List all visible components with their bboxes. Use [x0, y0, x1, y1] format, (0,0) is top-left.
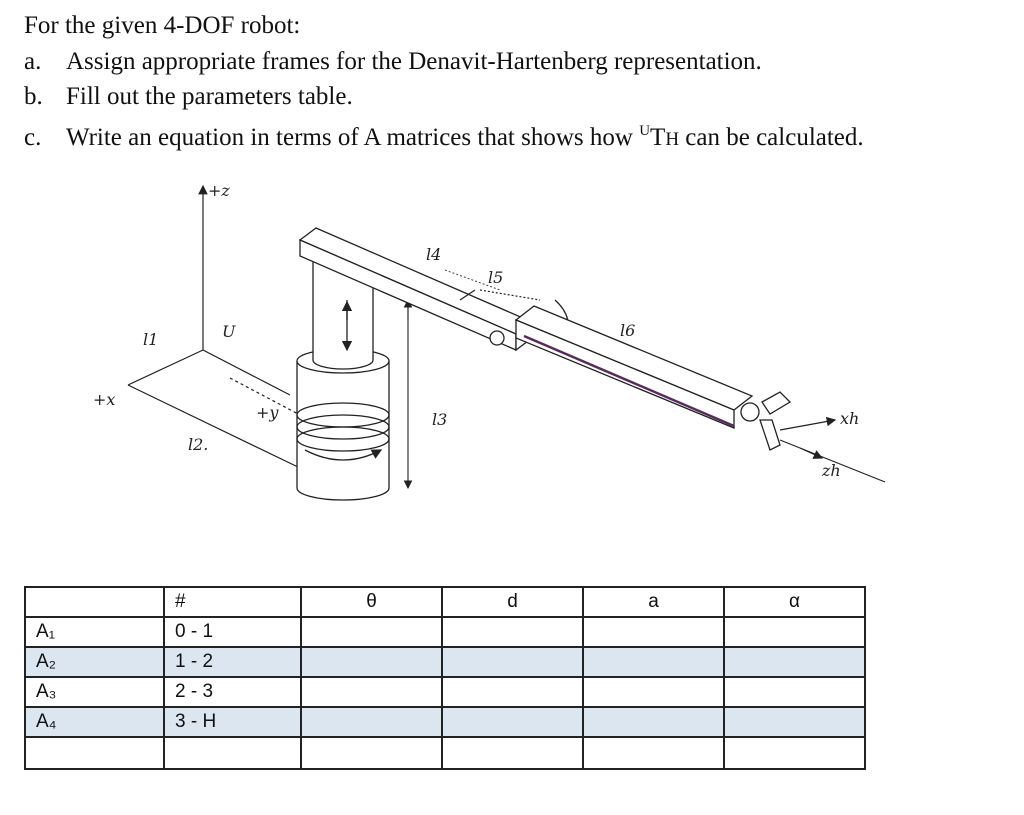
- row-matrix-cell: A₁: [24, 616, 165, 648]
- alpha-cell[interactable]: [723, 616, 866, 648]
- l2-label: l2.: [188, 435, 208, 454]
- row-link-cell: 0 - 1: [163, 616, 302, 648]
- transform-subscript: H: [665, 129, 680, 150]
- frame-u-label: U: [222, 322, 236, 341]
- zh-arrow: [799, 447, 824, 459]
- base-ring-2: [296, 414, 390, 440]
- table-row: A₁ 0 - 1: [24, 616, 866, 648]
- l5-label: l5: [488, 268, 503, 287]
- header-d: d: [441, 586, 584, 618]
- transform-symbol: T: [650, 124, 666, 151]
- robot-diagram: +z +x +y U l1 l2. l3: [93, 181, 886, 501]
- table-row: A₄ 3 - H: [24, 706, 866, 738]
- xh-axis: [779, 416, 837, 431]
- header-link: #: [163, 586, 302, 618]
- zh-axis-line: [779, 439, 886, 483]
- question-c: c. Write an equation in terms of A matric…: [24, 114, 864, 157]
- question-a: a. Assign appropriate frames for the Dena…: [24, 44, 864, 79]
- header-alpha: α: [723, 586, 866, 618]
- x-axis-line: [127, 349, 204, 386]
- forearm: [514, 305, 754, 429]
- table-header-row: # θ d a α: [24, 586, 866, 618]
- row-link-cell: [163, 736, 302, 770]
- axis-x-label: +x: [93, 390, 115, 409]
- header-theta: θ: [300, 586, 443, 618]
- question-a-text: Assign appropriate frames for the Denavi…: [66, 48, 762, 75]
- xh-label: xh: [840, 409, 859, 428]
- theta-cell[interactable]: [300, 736, 443, 770]
- table-row: A₃ 2 - 3: [24, 676, 866, 708]
- question-a-label: a.: [24, 48, 42, 75]
- row-link-cell: 2 - 3: [163, 676, 302, 708]
- l4-dim-line: [444, 269, 501, 291]
- question-intro: For the given 4-DOF robot:: [24, 12, 301, 39]
- dh-parameters-table: # θ d a α A₁ 0 - 1 A₂ 1 - 2 A₃ 2 - 3: [24, 586, 866, 770]
- theta-cell[interactable]: [300, 616, 443, 648]
- row-matrix-cell: A₃: [24, 676, 165, 708]
- row-matrix-cell: A₄: [24, 706, 165, 738]
- l1-label: l1: [143, 330, 158, 349]
- l5-tick: [459, 289, 476, 301]
- question-c-text-after: can be calculated.: [679, 124, 864, 151]
- a-cell[interactable]: [582, 676, 725, 708]
- question-b-label: b.: [24, 83, 43, 110]
- floor-dashed: [229, 377, 301, 416]
- question-block: For the given 4-DOF robot: a. Assign appr…: [24, 8, 864, 157]
- base-cylinder-body: [296, 361, 390, 501]
- l4-label: l4: [426, 245, 441, 264]
- forearm-side-face: [515, 319, 735, 429]
- robot-figure: +z +x +y U l1 l2. l3: [0, 165, 1024, 570]
- a-cell[interactable]: [582, 646, 725, 678]
- d-cell[interactable]: [441, 736, 584, 770]
- theta-cell[interactable]: [300, 676, 443, 708]
- forearm-edge: [523, 334, 735, 428]
- l3-label: l3: [432, 410, 447, 429]
- gripper-hub: [740, 402, 760, 422]
- robot-base: [296, 252, 390, 501]
- gripper-finger-top: [761, 391, 792, 415]
- gripper-finger-bottom: [759, 419, 781, 451]
- question-c-label: c.: [24, 124, 42, 151]
- column: [312, 262, 374, 370]
- hand-frame: [779, 416, 886, 483]
- alpha-cell[interactable]: [723, 646, 866, 678]
- question-b-text: Fill out the parameters table.: [66, 83, 353, 110]
- wrist-pin: [489, 330, 505, 346]
- row-link-cell: 3 - H: [163, 706, 302, 738]
- transform-superscript: U: [639, 123, 651, 139]
- row-matrix-cell: A₂: [24, 646, 165, 678]
- table-row: A₂ 1 - 2: [24, 646, 866, 678]
- d-cell[interactable]: [441, 646, 584, 678]
- gripper: [740, 391, 792, 451]
- zh-label: zh: [821, 461, 841, 480]
- base-rotation-arrow: [304, 449, 383, 461]
- a-cell[interactable]: [582, 736, 725, 770]
- d-cell[interactable]: [441, 676, 584, 708]
- y-axis-line: [202, 349, 291, 396]
- theta-cell[interactable]: [300, 706, 443, 738]
- a-cell[interactable]: [582, 706, 725, 738]
- axis-z-label: +z: [208, 181, 230, 200]
- floor-edge: [127, 384, 301, 469]
- world-frame: [127, 184, 301, 469]
- alpha-cell[interactable]: [723, 676, 866, 708]
- question-c-text-before: Write an equation in terms of A matrices…: [66, 124, 640, 151]
- alpha-cell[interactable]: [723, 706, 866, 738]
- base-ring-3: [296, 426, 390, 452]
- table-row: [24, 736, 866, 770]
- question-b: b. Fill out the parameters table.: [24, 79, 864, 114]
- d-cell[interactable]: [441, 706, 584, 738]
- axis-y-label: +y: [256, 403, 279, 422]
- row-link-cell: 1 - 2: [163, 646, 302, 678]
- l5-dim-line: [479, 289, 541, 301]
- row-matrix-cell: [24, 736, 165, 770]
- header-blank: [24, 586, 165, 618]
- a-cell[interactable]: [582, 616, 725, 648]
- l6-label: l6: [620, 321, 635, 340]
- header-a: a: [582, 586, 725, 618]
- alpha-cell[interactable]: [723, 736, 866, 770]
- d-cell[interactable]: [441, 616, 584, 648]
- theta-cell[interactable]: [300, 646, 443, 678]
